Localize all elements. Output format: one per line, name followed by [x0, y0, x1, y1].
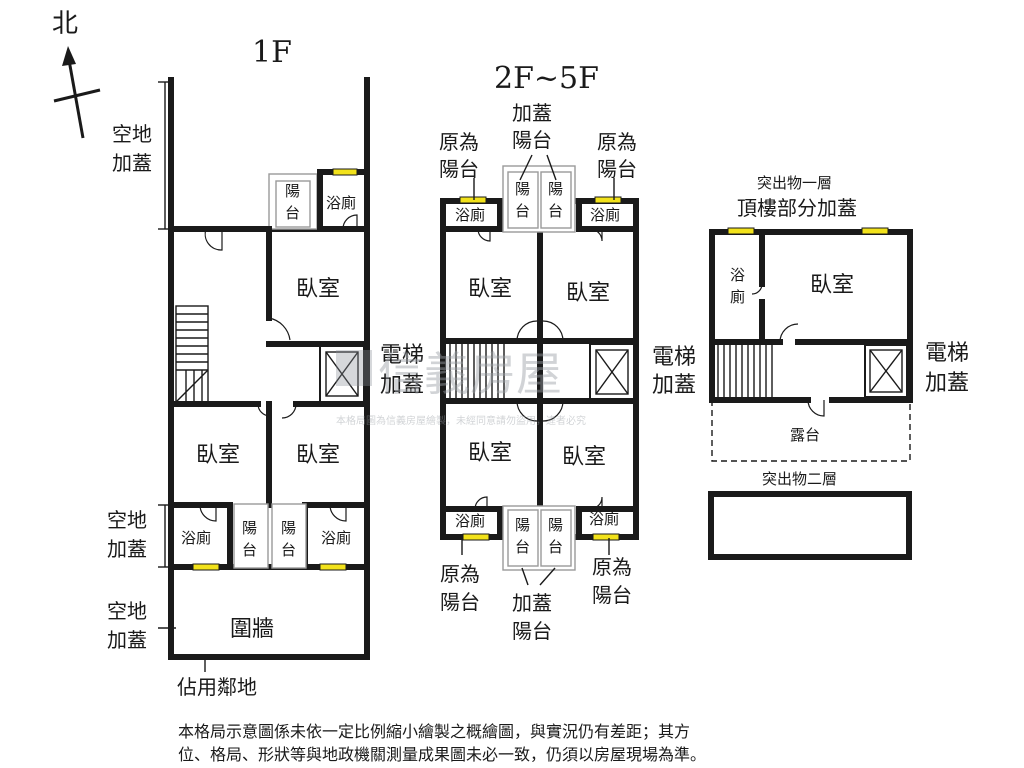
label-terrace: 露台	[790, 426, 820, 444]
label-orig-balcony-br-2: 陽台	[592, 583, 632, 607]
label-elevator-addon-1f-1: 電梯	[380, 343, 424, 368]
label-open-addon-top-1: 空地	[112, 122, 152, 146]
label-addon-balcony-top-2: 陽台	[512, 128, 552, 152]
label-roof-bath-1: 浴	[730, 266, 745, 284]
label-balcony-b1-1: 陽	[515, 516, 530, 534]
label-bath-br-2f: 浴廁	[589, 510, 619, 528]
label-balcony-br-2: 台	[281, 541, 296, 559]
label-open-addon-top-2: 加蓋	[112, 151, 152, 175]
label-balcony-top-1: 陽	[285, 182, 300, 200]
north-label: 北	[52, 9, 78, 39]
label-bed-tl: 臥室	[468, 277, 512, 302]
label-balcony-b2-1: 陽	[548, 516, 563, 534]
label-orig-balcony-tr-1: 原為	[597, 130, 637, 154]
label-roof-elevator-1: 電梯	[925, 341, 969, 366]
label-roof-bath-2: 廁	[730, 288, 745, 306]
label-bath-tr: 浴廁	[590, 206, 620, 224]
label-elevator-addon-2f-2: 加蓋	[652, 373, 696, 398]
floor-1f: 1F	[107, 35, 424, 699]
label-balcony-b2-2: 台	[548, 538, 563, 556]
label-protrusion-1: 突出物一層	[757, 174, 832, 192]
label-balcony-bl-2: 台	[242, 541, 257, 559]
label-roof-bedroom: 臥室	[810, 273, 854, 298]
disclaimer-line-1: 本格局示意圖係未依一定比例縮小繪製之概繪圖，與實況仍有差距；其方	[178, 722, 690, 741]
label-balcony-b1-2: 台	[515, 538, 530, 556]
label-occupied-land: 佔用鄰地	[177, 675, 257, 699]
label-balcony-br-1: 陽	[281, 519, 296, 537]
label-balcony-t2-1: 陽	[548, 180, 563, 198]
label-elevator-addon-2f-1: 電梯	[652, 345, 696, 370]
floor-2f-5f: 2F~5F	[439, 61, 696, 643]
label-addon-balcony-bottom-1: 加蓋	[512, 591, 552, 615]
floor-2f-title: 2F~5F	[494, 61, 599, 96]
label-bed-bl: 臥室	[468, 441, 512, 466]
label-bed-br: 臥室	[562, 445, 606, 470]
label-elevator-addon-1f-2: 加蓋	[380, 373, 424, 398]
label-open-addon-mid-1: 空地	[107, 508, 147, 532]
label-balcony-t2-2: 台	[548, 202, 563, 220]
label-roof-addon: 頂樓部分加蓋	[737, 196, 857, 220]
watermark: 信義房屋 本格局圖為信義房屋繪製，未經同意請勿盜用，違者必究	[336, 347, 586, 427]
label-bath-top: 浴廁	[326, 194, 356, 212]
label-open-addon-bottom-2: 加蓋	[107, 628, 147, 652]
label-addon-balcony-bottom-2: 陽台	[512, 619, 552, 643]
label-orig-balcony-bl-2: 陽台	[440, 590, 480, 614]
label-bedroom-left: 臥室	[196, 443, 240, 468]
label-balcony-top-2: 台	[285, 204, 300, 222]
floor-1f-title: 1F	[252, 35, 292, 70]
label-orig-balcony-br-1: 原為	[592, 555, 632, 579]
label-roof-elevator-2: 加蓋	[925, 371, 969, 396]
label-bath-bl: 浴廁	[181, 529, 211, 547]
label-balcony-t1-2: 台	[515, 202, 530, 220]
label-balcony-bl-1: 陽	[242, 519, 257, 537]
disclaimer-line-2: 位、格局、形狀等與地政機關測量成果圖未必一致，仍須以房屋現場為準。	[178, 745, 706, 764]
label-open-addon-mid-2: 加蓋	[107, 537, 147, 561]
watermark-brand: 信義房屋	[378, 347, 562, 401]
label-protrusion-2: 突出物二層	[762, 470, 837, 488]
label-balcony-t1-1: 陽	[515, 180, 530, 198]
north-arrow-icon	[62, 46, 76, 66]
label-open-addon-bottom-1: 空地	[107, 599, 147, 623]
north-arrow: 北	[52, 9, 101, 139]
label-orig-balcony-tr-2: 陽台	[597, 157, 637, 181]
label-bath-tl: 浴廁	[455, 206, 485, 224]
label-bed-tr: 臥室	[566, 281, 610, 306]
label-orig-balcony-bl-1: 原為	[440, 562, 480, 586]
label-bath-br: 浴廁	[321, 529, 351, 547]
label-bedroom-top: 臥室	[296, 277, 340, 302]
label-addon-balcony-top-1: 加蓋	[512, 101, 552, 125]
floor-roof: 突出物一層 頂樓部分加蓋 浴 廁	[708, 174, 969, 560]
label-bath-bl-2f: 浴廁	[455, 512, 485, 530]
label-orig-balcony-tl-2: 陽台	[439, 157, 479, 181]
label-orig-balcony-tl-1: 原為	[439, 130, 479, 154]
label-bedroom-right: 臥室	[296, 443, 340, 468]
watermark-notice: 本格局圖為信義房屋繪製，未經同意請勿盜用，違者必究	[336, 414, 586, 427]
brand-logo-icon	[336, 350, 372, 386]
label-wall-enclosure: 圍牆	[230, 617, 274, 642]
